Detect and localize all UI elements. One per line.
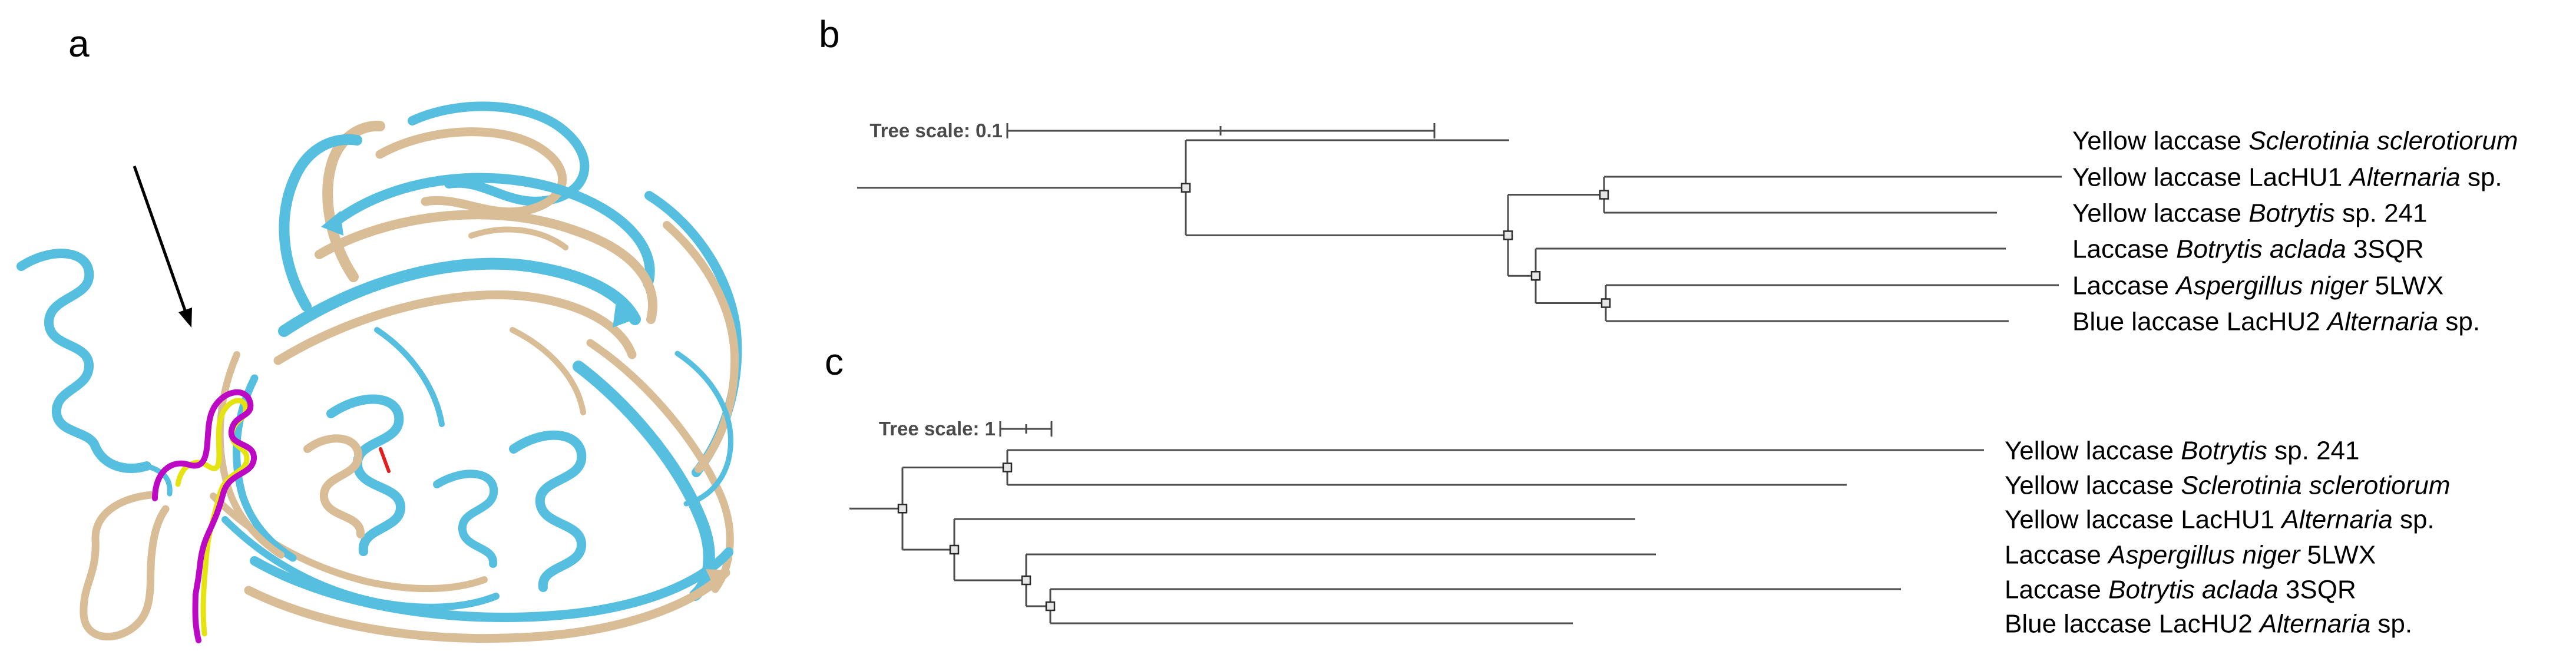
ribbon-loop-wheat-left [80, 491, 170, 641]
tree-node-marker [1002, 462, 1013, 472]
tree-node-marker [897, 504, 908, 514]
tree-scale-bar-c [999, 421, 1053, 437]
tree-scale-label-c: Tree scale: 1 [879, 418, 996, 439]
tree-node-marker [949, 544, 960, 555]
ribbon-strand [221, 516, 500, 611]
ribbon-strand [408, 101, 590, 206]
taxon-label: Yellow laccase Botrytis sp. 241 [2072, 199, 2427, 227]
panel-c: c Tree scale: 1 Yellow laccase Botrytis … [825, 341, 2451, 638]
ribbon-helix [433, 470, 498, 568]
ribbon-loop [374, 327, 445, 427]
arrow-head [178, 308, 192, 328]
tree-node-marker [1601, 298, 1611, 308]
taxon-label: Laccase Botrytis aclada 3SQR [2072, 234, 2424, 263]
tree-node-marker [1021, 575, 1031, 586]
taxon-label: Laccase Aspergillus niger 5LWX [2072, 271, 2443, 300]
ribbon-strand [663, 221, 739, 473]
ribbon-strand [279, 134, 362, 312]
ribbon-strand [326, 173, 655, 289]
beta-arrowhead [321, 211, 343, 236]
tree-node-marker [1530, 271, 1541, 281]
taxon-label: Laccase Botrytis aclada 3SQR [2005, 575, 2356, 604]
panel-a-label: a [68, 22, 90, 65]
red-marker-segment [379, 447, 391, 473]
panel-b: b Tree scale: 0.1 Yellow laccase Sclerot… [819, 13, 2518, 336]
taxon-label: Yellow laccase Sclerotinia sclerotiorum [2072, 126, 2518, 155]
tree-scale-bar-b [1006, 123, 1436, 138]
ribbon-loop [468, 226, 568, 250]
panel-a: a [16, 22, 742, 643]
ribbon-loop [674, 351, 733, 507]
tree-node-marker [1045, 601, 1056, 612]
ribbon-strand [273, 290, 637, 365]
ribbon-helix [509, 430, 587, 592]
taxon-label: Laccase Aspergillus niger 5LWX [2005, 540, 2376, 569]
taxon-label: Blue laccase LacHU2 Alternaria sp. [2072, 307, 2480, 336]
arrow-shaft [133, 166, 189, 318]
annotation-arrow [133, 166, 192, 328]
tree-node-marker [1180, 183, 1191, 193]
phylogenetic-tree-b: Yellow laccase Sclerotinia sclerotiorumY… [857, 126, 2518, 336]
beta-arrowhead [613, 302, 635, 328]
ribbon-strand [250, 547, 733, 622]
taxon-label: Yellow laccase Botrytis sp. 241 [2005, 436, 2359, 465]
ribbon-beta-strand [573, 361, 715, 601]
taxon-label: Blue laccase LacHU2 Alternaria sp. [2005, 609, 2412, 638]
ribbon-helix-left [16, 249, 151, 473]
ribbon-loop [233, 374, 297, 562]
highlight-loop-magenta [152, 389, 257, 643]
ribbon-strand [375, 127, 567, 217]
beta-arrowhead [706, 569, 729, 589]
taxon-label: Yellow laccase LacHU1 Alternaria sp. [2005, 505, 2435, 534]
tree-node-marker [1599, 190, 1609, 200]
tree-scale-label-b: Tree scale: 0.1 [869, 120, 1003, 141]
ribbon-strand [244, 568, 730, 643]
taxon-label: Yellow laccase LacHU1 Alternaria sp. [2072, 163, 2502, 191]
ribbon-helix [303, 434, 365, 538]
ribbon-strand [315, 210, 657, 324]
tree-node-marker [1503, 230, 1513, 240]
panel-c-label: c [825, 341, 844, 383]
ribbon-loop [510, 327, 586, 415]
ribbon-loop [144, 463, 173, 497]
protein-superposition-image [16, 101, 742, 643]
ribbon-beta-strand [278, 257, 641, 337]
panel-b-label: b [819, 13, 840, 55]
taxon-label: Yellow laccase Sclerotinia sclerotiorum [2005, 471, 2451, 500]
